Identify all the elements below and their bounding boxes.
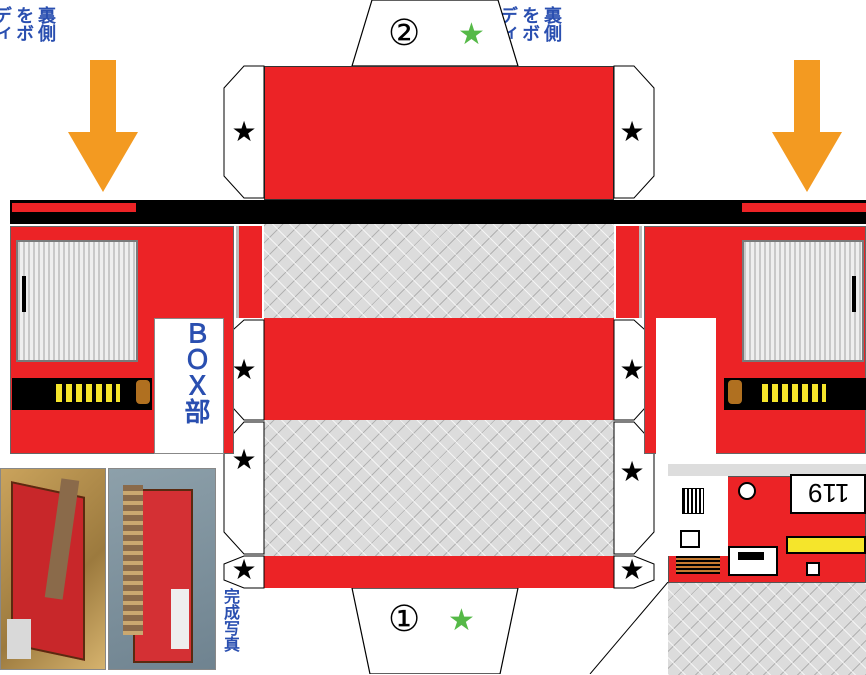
panel-mesh-1 [264,224,614,318]
cab-control-box [728,546,778,576]
panel-mid-red [264,318,614,420]
panel-bottom-red [264,556,614,588]
cab-top-trim [668,464,866,477]
cab-round-light [738,482,756,500]
star-icon: ★ [231,353,257,386]
cab-control-display [738,552,764,560]
green-star-icon-bottom: ★ [448,603,475,638]
star-icon: ★ [619,115,645,148]
panel-black-band [264,200,614,224]
left-shutter-door [16,240,138,362]
cab-vent [676,556,720,574]
right-white-notch [656,318,716,454]
flaps-right [613,65,655,589]
tab-number-1: ① [388,599,421,640]
cab-yellow-bar [786,536,866,554]
left-light-bars [56,384,120,402]
top-tab [351,0,519,66]
left-amber-light [136,380,150,404]
star-icon: ★ [619,353,645,386]
cab-small-indicator [806,562,820,576]
right-body-edge [616,226,642,318]
star-icon: ★ [231,443,257,476]
left-shutter-handle [22,276,26,312]
right-light-bars [762,384,826,402]
star-icon: ★ [231,115,257,148]
arrow-down-left-icon [68,60,138,192]
left-body-edge [236,226,262,318]
star-icon: ★ [619,455,645,488]
tab-number-2: ② [388,13,421,54]
right-amber-light [728,380,742,404]
completed-photo-1 [0,468,106,670]
box-label-panel [154,318,224,454]
completed-photo-2 [108,468,216,670]
cab-mesh-floor [668,582,866,675]
cab-grille-icon [682,488,704,514]
bottom-tab [351,588,519,674]
arrow-down-right-icon [772,60,842,192]
green-star-icon: ★ [458,17,485,52]
right-red-stripe [742,203,866,212]
panel-top-red [264,66,614,200]
cab-number-plate [790,474,866,514]
right-shutter-handle [852,276,856,312]
cab-fold-line [589,582,669,674]
box-label: ＢＯＸ部 [180,320,210,424]
flaps-left [223,65,265,589]
cab-small-window [680,530,700,548]
truck-number: 119 [808,478,850,508]
star-icon: ★ [619,553,645,586]
photo-caption: 完成写真 [221,588,240,652]
panel-mesh-2 [264,420,614,556]
star-icon: ★ [231,553,257,586]
left-red-stripe [12,203,136,212]
right-shutter-door [742,240,864,362]
instruction-left: 裏側をボディに直接貼り付ける。 [0,6,56,42]
